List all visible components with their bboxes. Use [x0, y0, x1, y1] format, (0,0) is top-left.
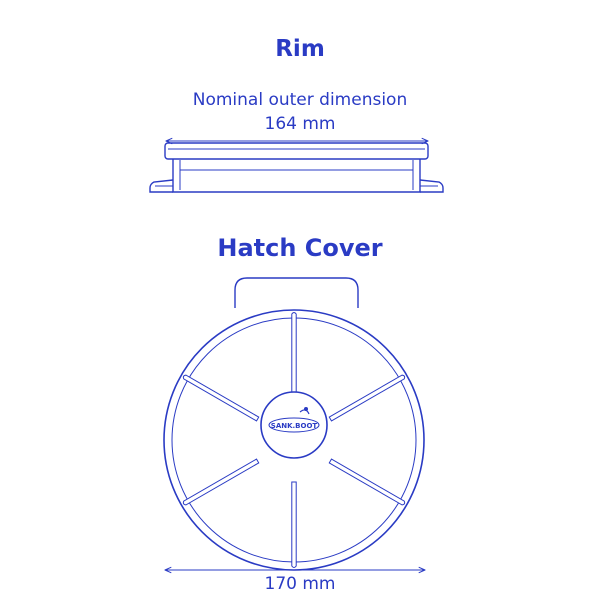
logo-text: SANK.BOOT	[271, 422, 318, 430]
hatch-cover-rib	[182, 458, 260, 506]
hatch-cover-rib	[328, 458, 406, 506]
hatch-cover-title: Hatch Cover	[217, 234, 383, 262]
hatch-cover-rib	[291, 481, 297, 568]
hatch-cover-logo: SANK.BOOT	[260, 391, 328, 459]
hatch-cover-rib	[182, 374, 260, 422]
rim-title: Rim	[275, 36, 325, 62]
hatch-cover-dimension-value: 170 mm	[264, 574, 336, 594]
rim-dimension-label: Nominal outer dimension	[192, 90, 408, 110]
hatch-cover-rib	[291, 312, 297, 399]
rim-dimension-value: 164 mm	[264, 114, 336, 134]
hatch-cover-rib	[328, 374, 406, 422]
hatch-cover-ribs	[182, 312, 406, 568]
hatch-cover-tab	[234, 277, 359, 308]
rim-profile	[149, 142, 444, 193]
